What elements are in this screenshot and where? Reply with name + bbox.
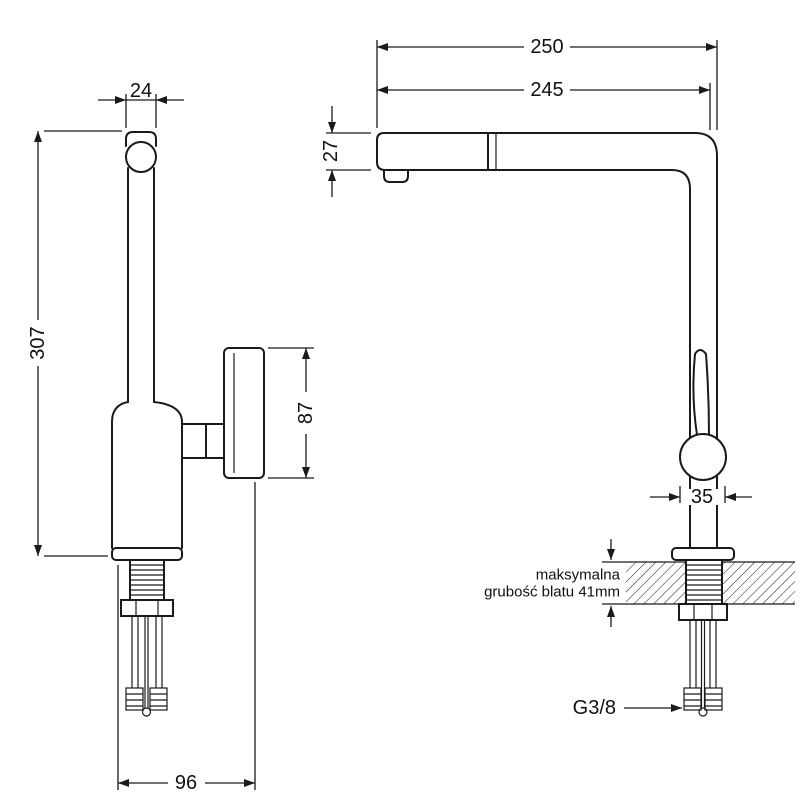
dimension-body-width: 35: [650, 486, 752, 508]
side-view-dimensions: 250 245 27 35 maks: [320, 36, 752, 719]
dim-96-label: 96: [175, 772, 197, 794]
side-spout-inner: [376, 161, 691, 549]
front-stud-threads: [130, 564, 164, 596]
front-fitting-threads: [126, 693, 167, 707]
side-lever-handle-top: [694, 349, 707, 355]
front-body-right: [153, 401, 183, 549]
dim-27-label: 27: [320, 140, 342, 162]
countertop-note-line1: maksymalna: [536, 567, 621, 584]
connector-thread-callout: G3/8: [573, 697, 682, 719]
countertop-note-line2: grubość blatu 41mm: [484, 584, 620, 601]
front-top-cap: [125, 131, 157, 147]
side-lever-handle: [692, 353, 698, 436]
side-hose-fitting: [704, 687, 723, 711]
front-rod-end: [141, 707, 152, 717]
countertop-hatch: [722, 562, 795, 604]
countertop-section: [602, 561, 795, 605]
dimension-handle-length: 87: [268, 347, 317, 479]
side-hose-fitting: [683, 687, 702, 711]
front-swivel-joint: [125, 141, 157, 173]
dim-250-label: 250: [530, 36, 563, 58]
side-fitting-threads: [684, 693, 722, 707]
dimension-spout-width: 24: [98, 80, 184, 128]
front-deck-flange: [111, 547, 183, 561]
dimension-spout-height: 27: [320, 106, 371, 197]
g38-label: G3/8: [573, 697, 616, 719]
dimension-base-depth: 96: [117, 482, 256, 794]
side-aerator-nozzle: [383, 169, 409, 183]
dimension-total-reach: 250: [376, 36, 718, 130]
side-mixer-cartridge: [679, 433, 727, 481]
dim-35-mask: [687, 489, 718, 505]
side-rod-end: [698, 707, 708, 717]
side-lever-handle: [705, 353, 710, 436]
faucet-front-view: [111, 131, 265, 717]
side-supply-hoses: [689, 620, 717, 688]
front-lever-handle: [223, 347, 265, 479]
dim-24-label: 24: [130, 80, 152, 102]
side-mounting-nut: [678, 603, 728, 621]
countertop-thickness-note: maksymalna grubość blatu 41mm: [484, 539, 621, 627]
side-deck-flange: [671, 547, 735, 561]
front-mounting-nut: [120, 599, 174, 617]
dim-87-label: 87: [295, 402, 317, 424]
front-hose-fitting: [125, 687, 144, 711]
front-supply-hoses: [131, 616, 163, 688]
dimension-total-height: 307: [27, 130, 122, 557]
front-view-dimensions: 24 307 87 96: [27, 80, 317, 794]
dimension-spout-reach: 245: [377, 79, 711, 130]
dim-35-label: 35: [691, 486, 713, 508]
countertop-hatch: [626, 562, 686, 604]
side-spout-outer: [376, 132, 718, 549]
faucet-side-view: [376, 132, 795, 717]
dim-307-label: 307: [27, 326, 49, 359]
side-stud-threads: [686, 564, 722, 601]
front-body-left: [111, 401, 129, 549]
front-hose-fitting: [149, 687, 168, 711]
dim-245-label: 245: [530, 79, 563, 101]
